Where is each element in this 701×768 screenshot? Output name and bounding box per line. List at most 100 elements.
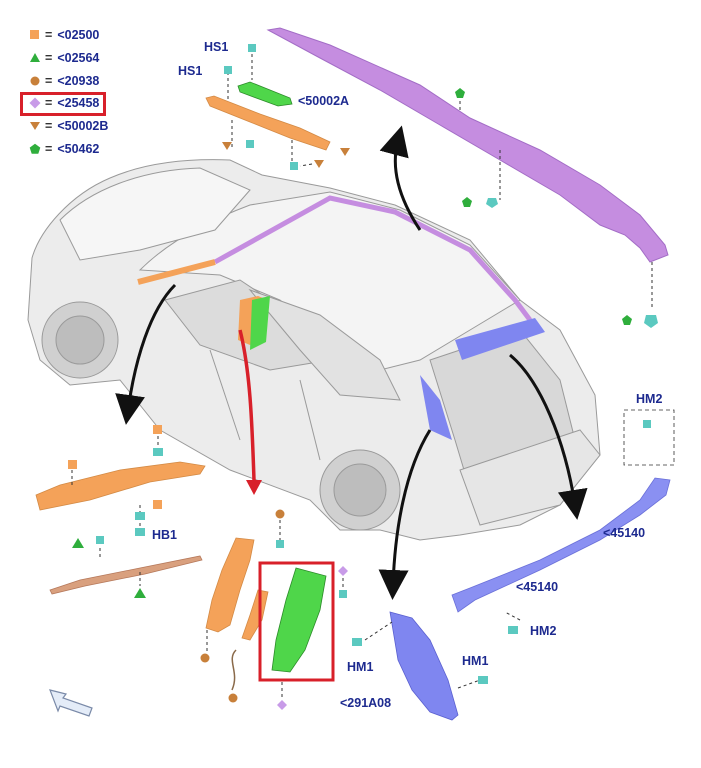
legend-code: <50462 xyxy=(57,141,100,156)
clip-icon xyxy=(508,626,518,634)
callout-45140: <45140 xyxy=(516,580,559,594)
green-triangle-icon xyxy=(134,588,146,598)
legend-code: <02564 xyxy=(57,51,100,66)
a-pillar-trim-on-vehicle xyxy=(137,259,216,285)
highlight-box xyxy=(20,92,106,117)
callout-hm1: HM1 xyxy=(462,654,489,668)
brown-circle-icon xyxy=(275,509,285,519)
hatch-trim-arrow xyxy=(509,353,588,520)
callout-291a08: <291A08 xyxy=(340,696,392,710)
clip-icon xyxy=(135,512,145,520)
clip-strip-50002a xyxy=(237,81,293,107)
brown-triangle-down-icon xyxy=(314,160,324,168)
legend-equals: = xyxy=(45,141,53,156)
orange-square-icon xyxy=(29,29,41,41)
green-triangle-icon xyxy=(29,52,41,64)
roof-trim-strip xyxy=(205,95,331,151)
callout-hb1: HB1 xyxy=(152,528,178,542)
quarter-trim-arrow xyxy=(378,429,432,600)
brown-triangle-down-icon xyxy=(29,120,41,132)
clip-icon xyxy=(135,528,145,536)
clip-icon xyxy=(643,420,651,428)
clip-icon xyxy=(153,448,163,456)
callout-45140: <45140 xyxy=(603,526,646,540)
violet-diamond-icon xyxy=(277,700,287,710)
green-pentagon-icon xyxy=(455,88,465,98)
violet-diamond-icon xyxy=(29,97,41,109)
green-triangle-icon xyxy=(72,538,84,548)
leader-line xyxy=(299,163,313,167)
clip-icon xyxy=(276,540,284,548)
clip-icon xyxy=(486,198,498,208)
clip-icon xyxy=(644,315,658,328)
brown-triangle-down-icon xyxy=(222,142,232,150)
red-arrow-shaft xyxy=(238,329,256,481)
green-pentagon-icon xyxy=(622,315,632,325)
legend-row-02564: = <02564 xyxy=(24,47,224,70)
leader-line xyxy=(457,679,481,689)
liftgate-trim-part xyxy=(451,477,671,613)
brown-circle-icon xyxy=(228,693,238,703)
rear-quarter-trim-part xyxy=(389,611,459,721)
seatbelt-guide-wire xyxy=(231,649,237,691)
orange-square-icon xyxy=(68,460,77,469)
orange-square-icon xyxy=(153,425,162,434)
legend-equals: = xyxy=(45,73,53,88)
legend-equals: = xyxy=(45,96,53,111)
leader-line xyxy=(504,611,521,621)
clip-icon xyxy=(290,162,298,170)
clip-icon xyxy=(478,676,488,684)
legend-equals: = xyxy=(45,28,53,43)
callout-hm1: HM1 xyxy=(347,660,374,674)
roof-rail-on-vehicle xyxy=(213,195,532,322)
legend-row-25458: = <25458 xyxy=(20,92,224,117)
callout-hs1: HS1 xyxy=(178,64,203,78)
legend-code: <25458 xyxy=(57,96,100,111)
brown-circle-icon xyxy=(29,75,41,87)
orange-square-icon xyxy=(153,500,162,509)
legend-row-50002b: = <50002B xyxy=(24,115,224,138)
legend-equals: = xyxy=(45,51,53,66)
legend-row-50462: = <50462 xyxy=(24,137,224,160)
a-pillar-trim-part xyxy=(35,461,206,511)
callout-50002a: <50002A xyxy=(298,94,350,108)
b-pillar-upper-trim-part xyxy=(205,537,255,633)
highlight-box xyxy=(258,561,335,682)
clip-icon xyxy=(248,44,256,52)
roof-rail-arrow xyxy=(379,125,422,231)
clip-icon xyxy=(339,590,347,598)
leader-line xyxy=(364,621,393,641)
clip-icon xyxy=(352,638,362,646)
red-arrow-head xyxy=(246,480,262,495)
roof-rail-part xyxy=(266,27,669,263)
brown-circle-icon xyxy=(200,653,210,663)
rear-header-trim-on-vehicle xyxy=(455,318,545,360)
symbol-legend: = <02500 = <02564 = <20938 = <25458 xyxy=(20,24,224,160)
detail-frame xyxy=(623,409,675,466)
callout-hm2: HM2 xyxy=(530,624,557,638)
green-pentagon-icon xyxy=(462,197,472,207)
rear-quarter-trim-on-vehicle xyxy=(420,375,452,440)
legend-code: <02500 xyxy=(57,28,100,43)
green-pentagon-icon xyxy=(29,143,41,155)
legend-code: <50002B xyxy=(57,119,109,134)
legend-row-20938: = <20938 xyxy=(24,69,224,92)
brown-triangle-down-icon xyxy=(340,148,350,156)
b-pillar-lower-trim-part xyxy=(241,589,269,641)
violet-diamond-icon xyxy=(338,566,348,576)
callout-hs1: HS1 xyxy=(204,40,229,54)
clip-icon xyxy=(246,140,254,148)
callout-hm2: HM2 xyxy=(636,392,663,406)
b-pillar-insulator-part xyxy=(271,567,327,673)
weatherstrip-part xyxy=(49,555,203,595)
legend-row-02500: = <02500 xyxy=(24,24,224,47)
legend-code: <20938 xyxy=(57,73,100,88)
a-pillar-arrow xyxy=(115,283,177,425)
legend-equals: = xyxy=(45,119,53,134)
front-direction-icon xyxy=(49,689,93,717)
b-pillar-insulator-on-vehicle xyxy=(250,296,270,350)
clip-icon xyxy=(224,66,232,74)
clip-icon xyxy=(96,536,104,544)
